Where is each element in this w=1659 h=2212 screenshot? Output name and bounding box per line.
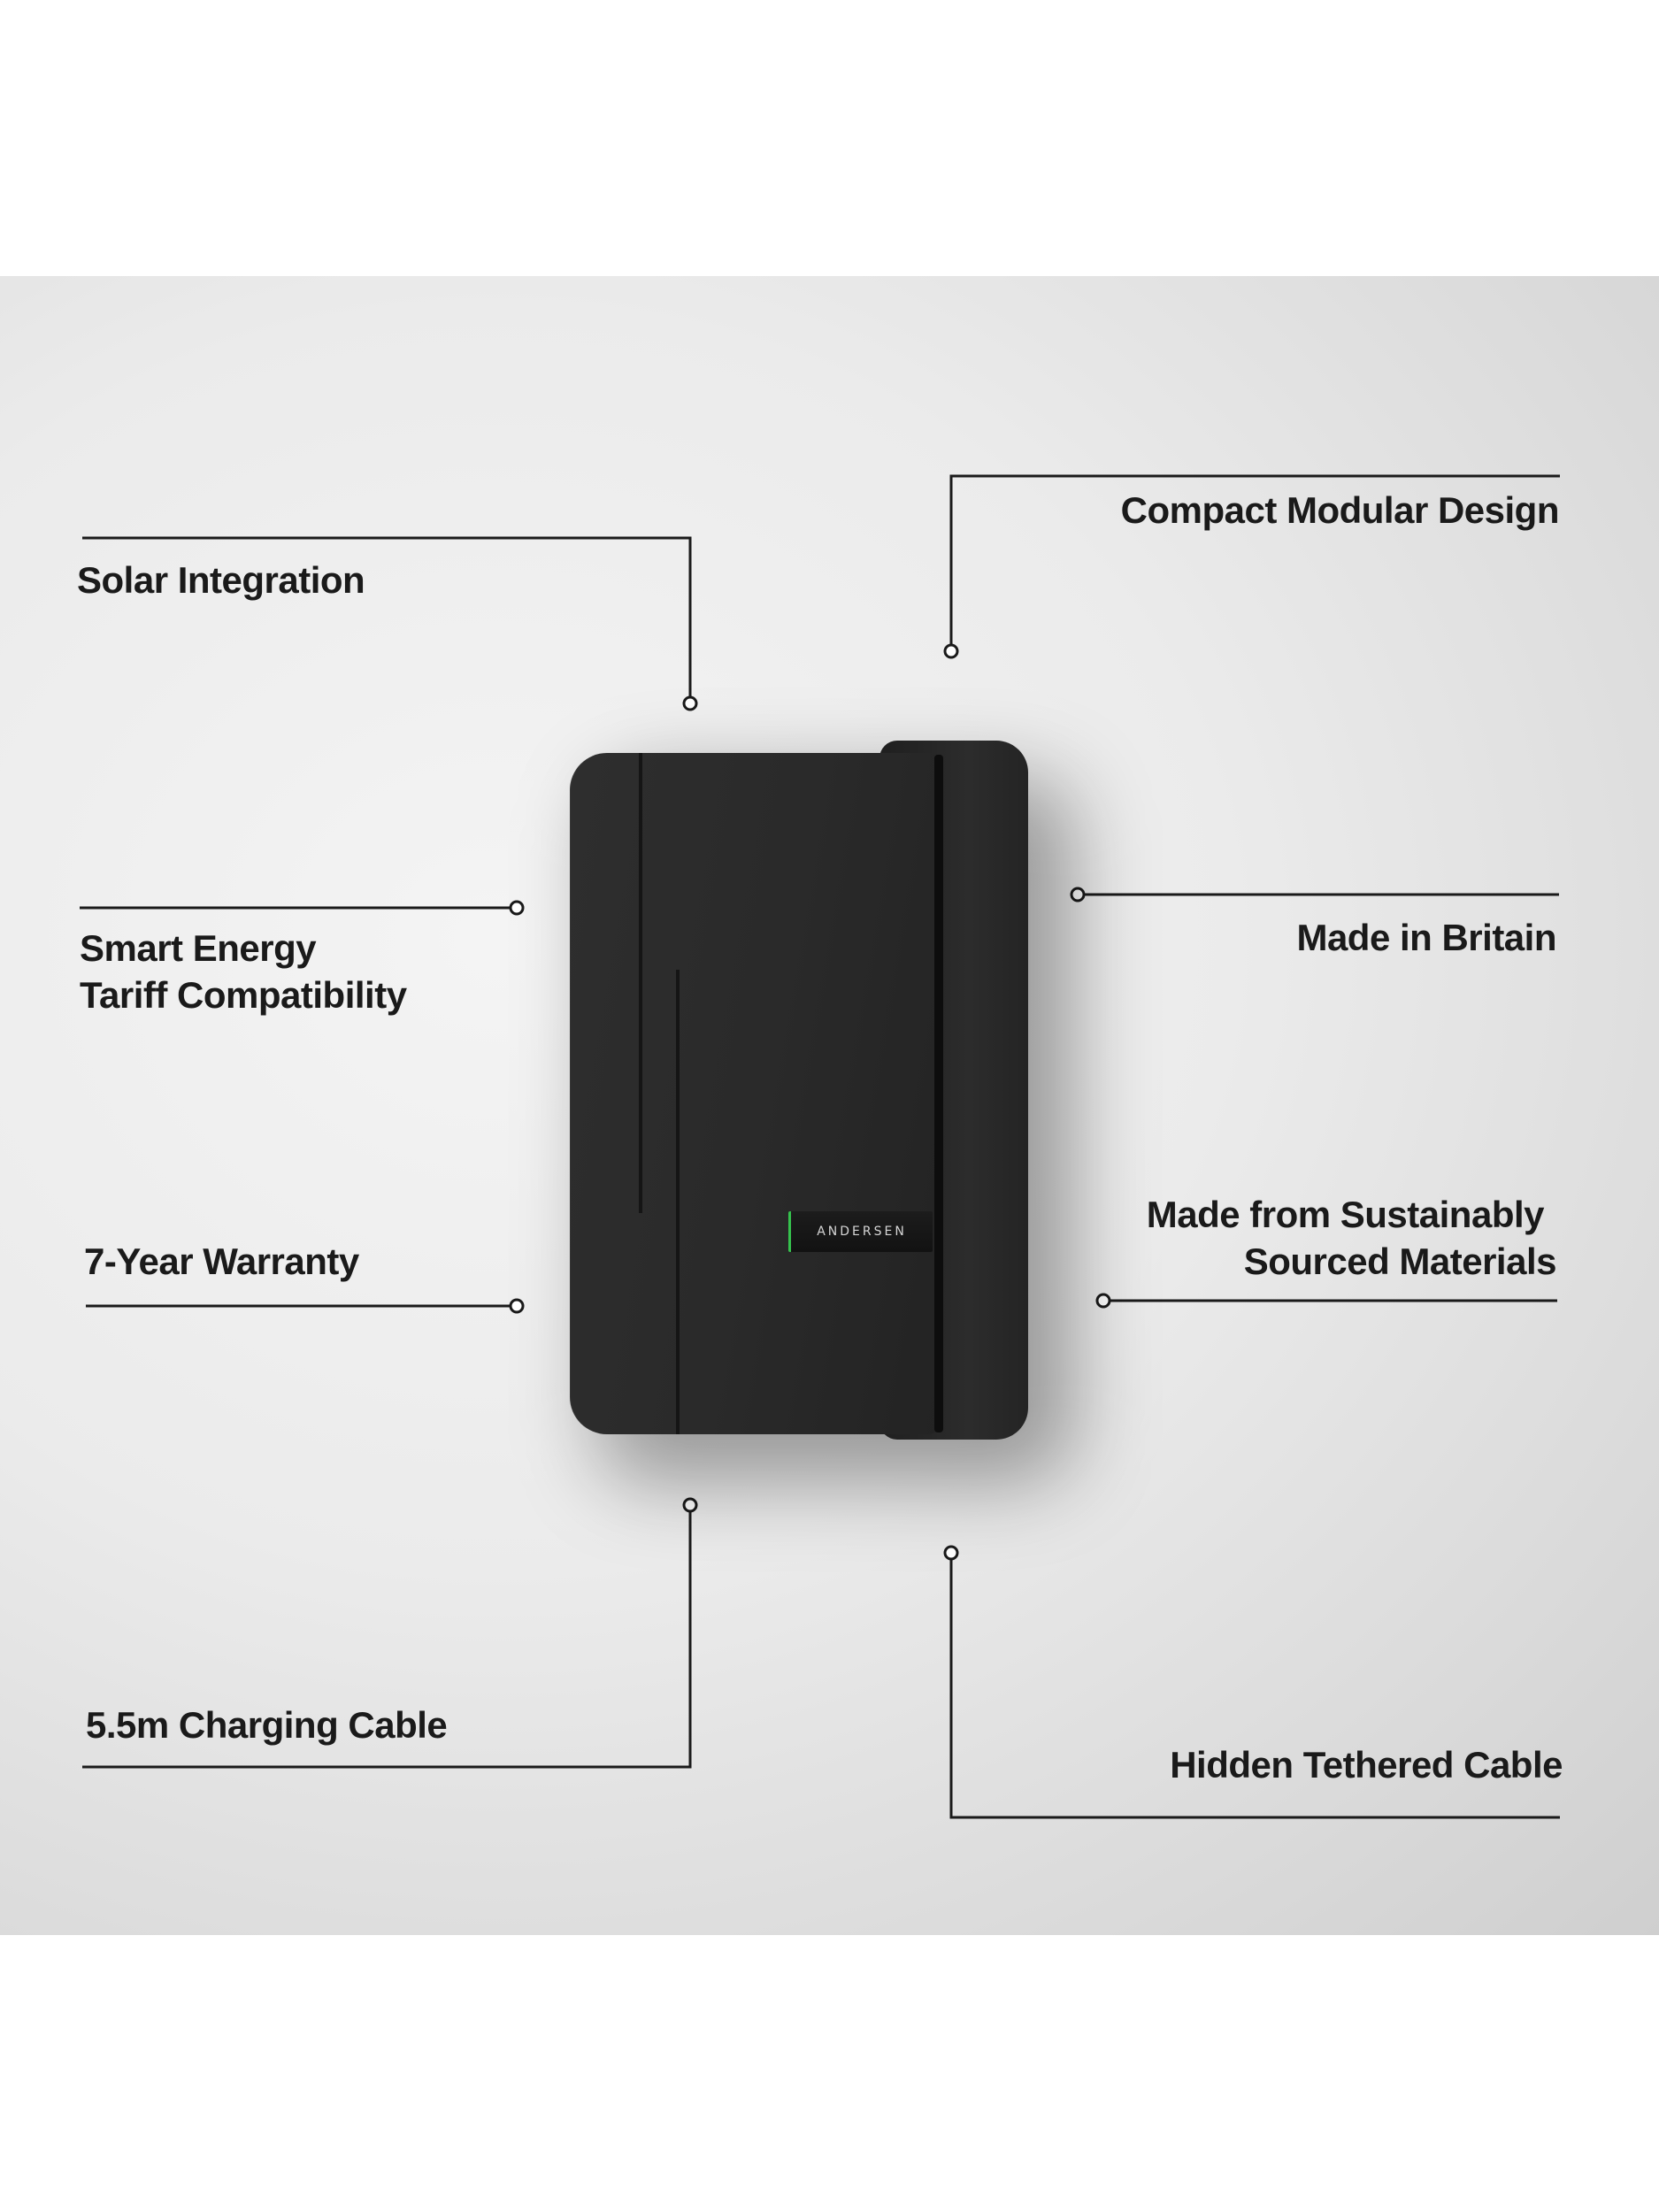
feature-warranty: 7-Year Warranty — [84, 1240, 359, 1282]
feature-smart-energy: Smart Energy Tariff Compatibility — [80, 927, 407, 1016]
charger-front-panel — [570, 753, 941, 1434]
charger-groove-2 — [676, 970, 680, 1434]
callout-line-hidden-cable — [949, 1553, 1560, 1819]
callout-line-solar — [82, 536, 692, 703]
charger-groove-1 — [639, 753, 642, 1213]
callout-line-charging-cable — [82, 1505, 692, 1769]
callout-dot-compact — [943, 643, 959, 659]
callout-lines — [80, 474, 1560, 1819]
feature-sustainable-materials: Made from Sustainably Sourced Materials — [1146, 1194, 1557, 1282]
callout-dot-charging-cable — [682, 1497, 698, 1513]
callout-dot-solar — [682, 695, 698, 711]
feature-solar-integration: Solar Integration — [77, 559, 365, 601]
feature-hidden-tethered-cable: Hidden Tethered Cable — [1170, 1744, 1563, 1786]
callout-dot-sustainable — [1095, 1293, 1111, 1309]
callout-line-compact — [949, 474, 1560, 651]
callout-dot-hidden-cable — [943, 1545, 959, 1561]
brand-badge: ANDERSEN — [788, 1211, 933, 1252]
charger-seam — [934, 755, 943, 1432]
ev-charger-image: ANDERSEN — [570, 741, 1074, 1484]
feature-made-in-britain: Made in Britain — [1296, 917, 1556, 958]
feature-charging-cable: 5.5m Charging Cable — [86, 1704, 448, 1746]
callout-dot-britain — [1070, 887, 1086, 902]
callout-dot-warranty — [509, 1298, 525, 1314]
callout-dot-smart-energy — [509, 900, 525, 916]
feature-panel: ANDERSEN Solar Integration Compact Modul… — [0, 276, 1659, 1935]
feature-compact-modular-design: Compact Modular Design — [1120, 489, 1560, 531]
